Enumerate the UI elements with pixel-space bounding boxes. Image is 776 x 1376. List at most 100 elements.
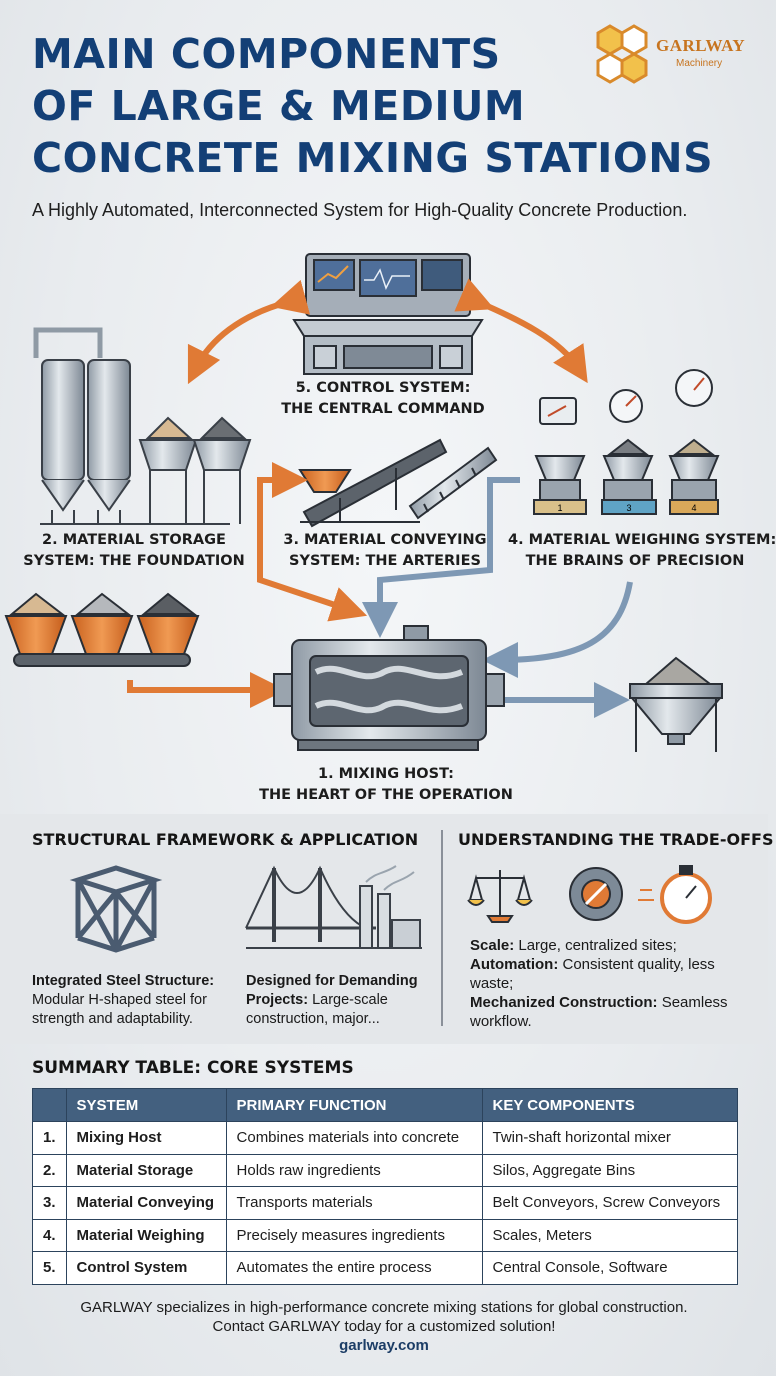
hopper-label-4: 4 (691, 503, 696, 513)
storage-system-caption: 2. MATERIAL STORAGE SYSTEM: THE FOUNDATI… (14, 530, 254, 572)
control-console-icon (292, 253, 484, 375)
aggregate-hopper-row-icon (4, 592, 200, 667)
projects-desc: Large-scale construction, major... (246, 992, 388, 1027)
stopwatch-icon (638, 865, 712, 924)
steel-structure-text: Integrated Steel Structure: Modular H-sh… (32, 972, 232, 1029)
col-header-system: SYSTEM (65, 1088, 227, 1122)
hopper-label-3: 3 (626, 503, 631, 513)
mixing-caption-line2: THE HEART OF THE OPERATION (259, 787, 513, 803)
row-components: Silos, Aggregate Bins (481, 1153, 739, 1187)
control-caption-line2: THE CENTRAL COMMAND (281, 401, 485, 417)
mixer-icon (273, 625, 505, 751)
arrow-control-storage (187, 279, 311, 385)
mixing-host-caption: 1. MIXING HOST: THE HEART OF THE OPERATI… (258, 764, 514, 806)
tradeoffs-heading: UNDERSTANDING THE TRADE-OFFS (458, 830, 774, 849)
storage-caption-line1: 2. MATERIAL STORAGE (42, 532, 226, 548)
tradeoffs-text: Scale: Large, centralized sites; Automat… (470, 936, 760, 1031)
belt-conveyor-icon (298, 438, 448, 528)
panel-divider (441, 830, 443, 1026)
row-num: 3. (32, 1186, 67, 1220)
footer-line1: GARLWAY specializes in high-performance … (80, 1299, 688, 1316)
row-num: 5. (32, 1251, 67, 1285)
conveying-caption-line1: 3. MATERIAL CONVEYING (283, 532, 487, 548)
row-num: 1. (32, 1121, 67, 1155)
discharge-hopper-icon (629, 656, 723, 752)
row-system: Mixing Host (65, 1121, 227, 1155)
row-components: Central Console, Software (481, 1251, 739, 1285)
structural-heading: STRUCTURAL FRAMEWORK & APPLICATION (32, 830, 419, 849)
arrow-weighing-mixer (482, 581, 633, 678)
tradeoff-item: Scale: Large, centralized sites; (470, 936, 760, 955)
row-components: Scales, Meters (481, 1218, 739, 1252)
row-function: Automates the entire process (225, 1251, 483, 1285)
tradeoff-item: Mechanized Construction: Seamless workfl… (470, 993, 760, 1031)
arrow-bins-mixer (127, 672, 286, 708)
steel-structure-desc: Modular H-shaped steel for strength and … (32, 992, 207, 1027)
row-components: Twin-shaft horizontal mixer (481, 1121, 739, 1155)
tradeoff-item: Automation: Consistent quality, less was… (470, 955, 760, 993)
aggregate-bin-icon (138, 416, 252, 524)
footer-url-link[interactable]: garlway.com (339, 1337, 429, 1354)
bridge-factory-icon (245, 865, 422, 949)
row-system: Control System (65, 1251, 227, 1285)
col-header-components: KEY COMPONENTS (481, 1088, 739, 1122)
row-system: Material Storage (65, 1153, 227, 1187)
row-components: Belt Conveyors, Screw Conveyors (481, 1186, 739, 1220)
row-system: Material Conveying (65, 1186, 227, 1220)
balance-scale-icon (467, 870, 533, 923)
row-function: Transports materials (225, 1186, 483, 1220)
silo-icon (33, 327, 230, 525)
table-row: 1. Mixing Host Combines materials into c… (32, 1121, 739, 1155)
conveying-system-caption: 3. MATERIAL CONVEYING SYSTEM: THE ARTERI… (270, 530, 500, 572)
tradeoff-desc: Consistent quality, less waste; (470, 956, 715, 992)
col-header-num (32, 1088, 67, 1122)
table-row: 2. Material Storage Holds raw ingredient… (32, 1153, 739, 1187)
logo-sub: Machinery (676, 58, 723, 69)
process-diagram: 1 3 4 (4, 253, 723, 752)
arrow-conveyor-mixer (362, 477, 520, 638)
row-num: 4. (32, 1218, 67, 1252)
projects-text: Designed for Demanding Projects: Large-s… (246, 972, 432, 1029)
page-title: MAIN COMPONENTS OF LARGE & MEDIUM CONCRE… (32, 28, 752, 184)
steel-frame-icon (69, 865, 163, 953)
row-system: Material Weighing (65, 1218, 227, 1252)
weighing-system-caption: 4. MATERIAL WEIGHING SYSTEM: THE BRAINS … (508, 530, 776, 572)
mixing-caption-line1: 1. MIXING HOST: (318, 766, 454, 782)
conveying-caption-line2: SYSTEM: THE ARTERIES (289, 553, 481, 569)
summary-table: SYSTEM PRIMARY FUNCTION KEY COMPONENTS 1… (32, 1088, 739, 1285)
weighing-scale-icon (533, 369, 720, 515)
garlway-logo: GARLWAY Machinery (592, 22, 752, 88)
title-line-1: MAIN COMPONENTS (32, 30, 501, 78)
tradeoff-desc: Large, centralized sites; (518, 937, 677, 954)
row-num: 2. (32, 1153, 67, 1187)
page-subtitle: A Highly Automated, Interconnected Syste… (32, 200, 688, 220)
tradeoff-desc: Seamless workflow. (470, 994, 728, 1030)
weighing-caption-line1: 4. MATERIAL WEIGHING SYSTEM: (508, 532, 776, 548)
tradeoff-icons (467, 865, 712, 924)
row-function: Combines materials into concrete (225, 1121, 483, 1155)
control-system-caption: 5. CONTROL SYSTEM: THE CENTRAL COMMAND (268, 378, 498, 420)
arrow-control-weighing (454, 278, 588, 384)
hexagon-logo-icon (596, 24, 648, 84)
logo-brand: GARLWAY (656, 36, 746, 55)
table-heading: SUMMARY TABLE: CORE SYSTEMS (32, 1058, 354, 1078)
footer-line2: Contact GARLWAY today for a customized s… (212, 1318, 556, 1335)
table-row: 5. Control System Automates the entire p… (32, 1251, 739, 1285)
table-header-row: SYSTEM PRIMARY FUNCTION KEY COMPONENTS (32, 1088, 739, 1122)
gear-icon (569, 867, 623, 921)
screw-conveyor-icon (408, 446, 498, 520)
row-function: Holds raw ingredients (225, 1153, 483, 1187)
tradeoff-label: Mechanized Construction: (470, 994, 658, 1011)
tradeoff-label: Scale: (470, 937, 515, 954)
weighing-caption-line2: THE BRAINS OF PRECISION (525, 553, 745, 569)
steel-structure-label: Integrated Steel Structure: (32, 973, 215, 989)
row-function: Precisely measures ingredients (225, 1218, 483, 1252)
title-line-2: OF LARGE & MEDIUM (32, 82, 526, 130)
col-header-function: PRIMARY FUNCTION (225, 1088, 483, 1122)
projects-label: Designed for Demanding Projects: (246, 973, 418, 1008)
storage-caption-line2: SYSTEM: THE FOUNDATION (23, 553, 245, 569)
tradeoff-label: Automation: (470, 956, 559, 973)
control-caption-line1: 5. CONTROL SYSTEM: (295, 380, 471, 396)
footer: GARLWAY specializes in high-performance … (0, 1298, 768, 1355)
hopper-label-1: 1 (557, 503, 562, 513)
